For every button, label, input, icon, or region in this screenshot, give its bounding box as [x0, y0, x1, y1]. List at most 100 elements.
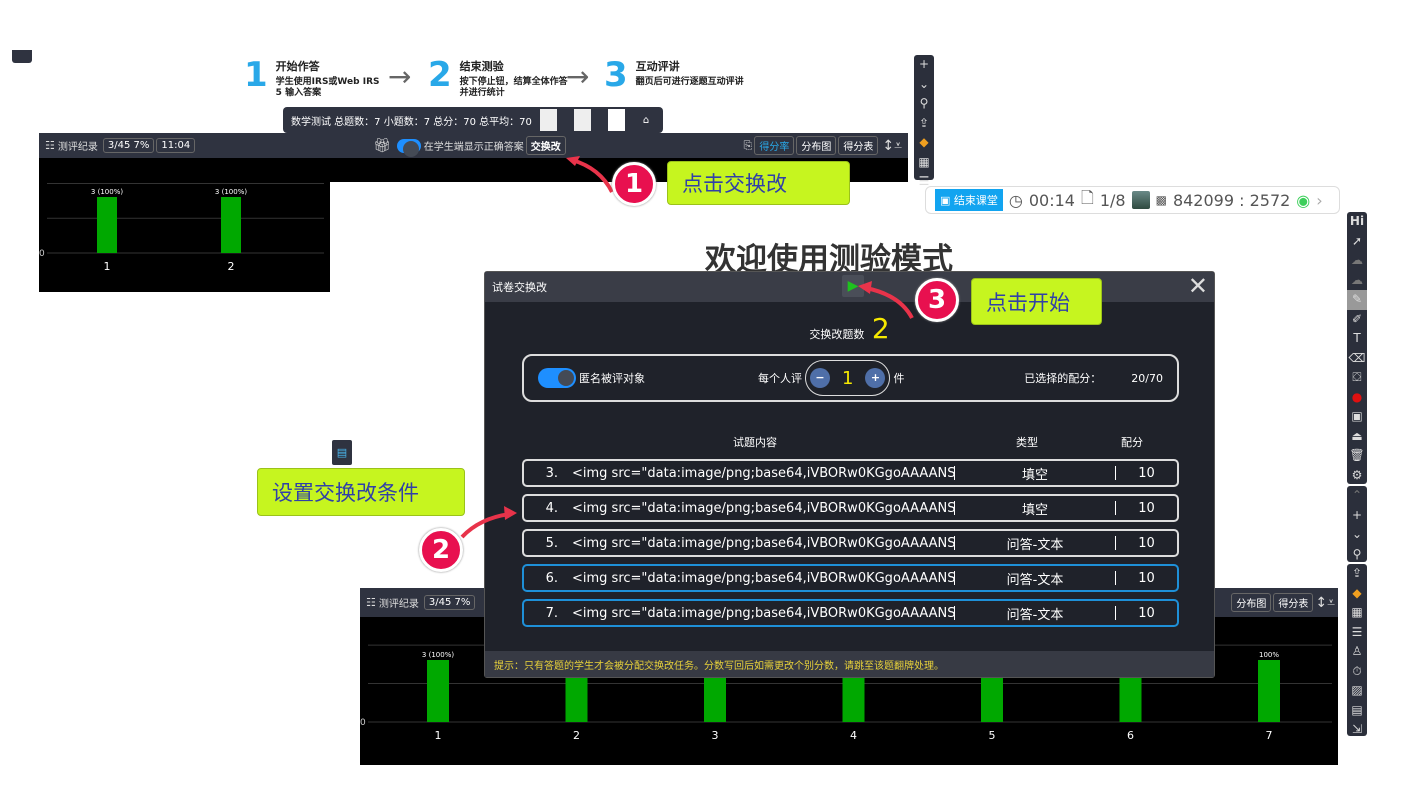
divider — [1115, 606, 1116, 620]
screen-icon[interactable]: ▣ — [1351, 409, 1363, 423]
close-icon[interactable]: ✕ — [1187, 272, 1208, 300]
play-button[interactable]: ▶ — [842, 275, 864, 297]
chevron-right-icon[interactable]: › — [1316, 190, 1323, 210]
search-icon[interactable]: ⚲ — [919, 96, 929, 110]
hint-bar: 提示：只有答题的学生才会被分配交换改任务。分数写回后如需更改个别分数，请跳至该题… — [485, 651, 1214, 677]
anonymous-toggle[interactable] — [538, 368, 576, 388]
score-table-button[interactable]: 得分表 — [838, 136, 879, 155]
quantity-stepper: − 1 + — [805, 360, 891, 396]
end-class-button[interactable]: ▣ 结束课堂 — [935, 189, 1003, 211]
zoom-toolbar: ⌃ + ⌄ ⚲ — [1347, 486, 1367, 562]
row-score: 10 — [1138, 570, 1155, 586]
thumbnail[interactable] — [573, 109, 591, 131]
stamp-icon[interactable]: ⏏ — [1351, 428, 1363, 443]
grid-icon[interactable]: ▦ — [918, 154, 930, 169]
plus-button[interactable]: + — [865, 368, 886, 388]
step-title: 互动评讲 — [635, 60, 680, 73]
show-answer-toggle[interactable] — [396, 138, 421, 157]
list-icon[interactable]: ☰ — [1351, 624, 1363, 639]
distribution-button[interactable]: 分布图 — [796, 136, 837, 155]
per-person-label: 每个人评 — [758, 372, 802, 385]
gear-icon[interactable]: ⚙ — [1351, 467, 1363, 482]
header-type: 类型 — [1016, 436, 1038, 449]
minus-button[interactable]: − — [810, 368, 830, 388]
row-content: <img src="data:image/png;base64,iVBORw0K… — [572, 570, 954, 586]
pointer-icon[interactable]: ➚ — [1351, 233, 1363, 248]
tag-icon[interactable]: ◆ — [919, 135, 929, 149]
list-icon[interactable]: ☰ — [918, 174, 930, 188]
thumbnail[interactable] — [539, 109, 557, 131]
divider — [954, 536, 955, 550]
step-number: 3 — [604, 55, 628, 95]
search-icon[interactable]: ⚲ — [1352, 546, 1362, 561]
exit-icon[interactable]: ⇲ — [1351, 722, 1363, 736]
record-icon: ☷ — [45, 139, 55, 152]
pen-icon[interactable]: ✎ — [1347, 290, 1367, 310]
question-row[interactable]: 3.<img src="data:image/png;base64,iVBORw… — [522, 459, 1179, 487]
right-toolbar: Hi ➚ ☁ ☁ ✎✐ T ⌫ ⛋ ● ▣ ⏏ 🗑︎ ⚙ — [1347, 212, 1367, 484]
x-tick-label: 5 — [989, 729, 996, 742]
count-value: 2 — [871, 312, 890, 345]
home-icon[interactable]: ⌂ — [642, 114, 650, 126]
step-desc: 按下停止钮，结算全体作答并进行统计 — [459, 77, 568, 98]
score-rate-button[interactable]: 得分率 — [754, 136, 795, 155]
exchange-button[interactable]: 交换改 — [525, 136, 566, 155]
question-row[interactable]: 7.<img src="data:image/png;base64,iVBORw… — [522, 599, 1179, 627]
x-tick-label: 2 — [228, 260, 235, 273]
row-type: 问答-文本 — [1006, 572, 1064, 588]
class-timer: 00:14 — [1028, 190, 1075, 210]
share-icon[interactable]: ⇪ — [918, 115, 930, 130]
plus-icon[interactable]: + — [1351, 507, 1363, 522]
record-label[interactable]: 测评纪录 — [57, 142, 98, 153]
chevron-up-icon[interactable]: ⌃ — [1351, 488, 1363, 502]
fill-icon[interactable]: ⛋ — [1352, 370, 1362, 384]
export-icon[interactable]: ⎘ — [743, 138, 753, 152]
redo-icon[interactable]: ☁ — [1351, 272, 1363, 287]
grid-icon[interactable]: ▦ — [1351, 605, 1363, 619]
share-icon[interactable]: ⇪ — [1351, 566, 1363, 580]
question-row[interactable]: 6.<img src="data:image/png;base64,iVBORw… — [522, 564, 1179, 592]
image-icon[interactable]: ▤ — [1351, 702, 1363, 717]
question-row[interactable]: 4.<img src="data:image/png;base64,iVBORw… — [522, 494, 1179, 522]
hi-icon[interactable]: Hi — [1349, 214, 1365, 228]
text-icon[interactable]: T — [1353, 331, 1361, 345]
plus-icon[interactable]: + — [918, 57, 930, 71]
distribution-button[interactable]: 分布图 — [1231, 593, 1272, 612]
row-number: 3. — [545, 465, 558, 481]
row-score: 10 — [1138, 465, 1155, 481]
resize-icon[interactable]: ↕⩡ — [882, 137, 902, 154]
photo-thumbnail[interactable] — [1131, 191, 1150, 209]
callout-1: 点击交换改 — [667, 161, 850, 205]
data-label: 3 (100%) — [422, 651, 454, 659]
chevron-down-icon[interactable]: ⌄ — [918, 76, 930, 91]
qr-icon[interactable]: ▩ — [1155, 193, 1167, 207]
row-type: 填空 — [1021, 467, 1048, 483]
header-score: 配分 — [1121, 436, 1143, 449]
divider — [954, 571, 955, 585]
data-label: 100% — [1259, 651, 1279, 659]
palette-icon[interactable]: ● — [1351, 389, 1363, 404]
question-row[interactable]: 5.<img src="data:image/png;base64,iVBORw… — [522, 529, 1179, 557]
timer-icon[interactable]: ⏱ — [1352, 663, 1362, 678]
arrow-right-icon: → — [566, 60, 590, 93]
folder-icon[interactable]: ▤ — [332, 440, 352, 465]
tag-icon[interactable]: ◆ — [1352, 585, 1362, 600]
user-icon[interactable]: ♙ — [1351, 644, 1363, 658]
row-score: 10 — [1138, 535, 1155, 551]
marker-icon[interactable]: ✐ — [1351, 311, 1363, 326]
undo-icon[interactable]: ☁ — [1351, 253, 1363, 267]
picture-icon[interactable]: ▨ — [1351, 683, 1363, 697]
chevron-down-icon[interactable]: ⌄ — [1351, 527, 1363, 541]
eraser-icon[interactable]: ⌫ — [1348, 350, 1366, 365]
trash-icon[interactable]: 🗑︎ — [1349, 448, 1365, 462]
y-tick-label: 0 — [360, 718, 366, 728]
x-tick-label: 4 — [850, 729, 857, 742]
score-table-button[interactable]: 得分表 — [1273, 593, 1314, 612]
resize-icon[interactable]: ↕⩡ — [1315, 594, 1335, 611]
gift-icon[interactable]: 🎁︎ — [373, 137, 391, 154]
divider — [1115, 536, 1116, 550]
record-label[interactable]: 测评纪录 — [378, 599, 419, 610]
thumbnail[interactable] — [607, 109, 625, 131]
